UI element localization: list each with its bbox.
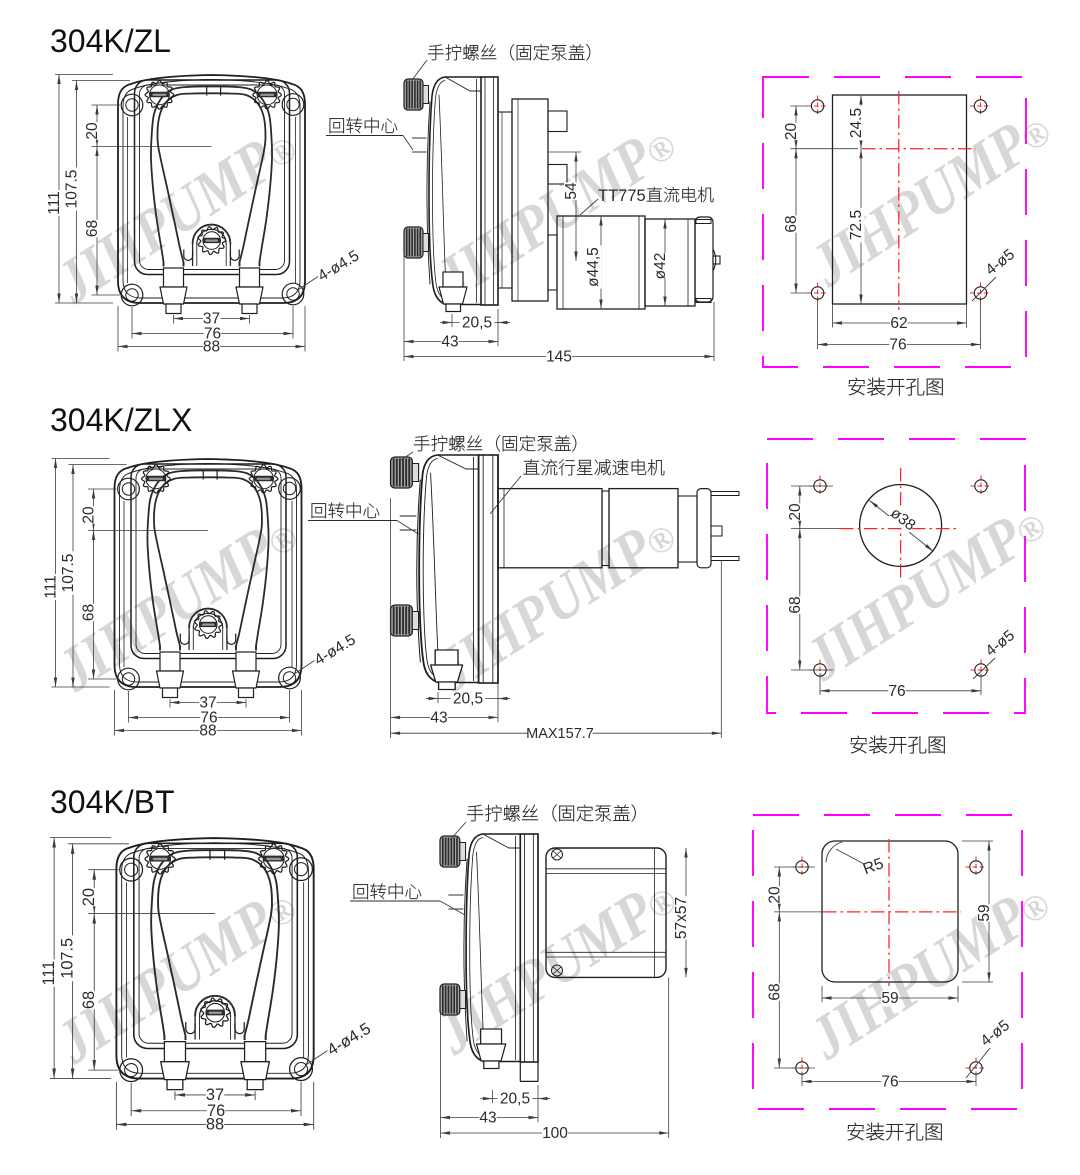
svg-text:20: 20: [783, 123, 800, 141]
svg-text:54: 54: [563, 182, 580, 200]
svg-text:76: 76: [888, 683, 905, 700]
svg-text:145: 145: [546, 349, 572, 366]
svg-text:57x57: 57x57: [673, 897, 690, 939]
svg-text:43: 43: [441, 334, 458, 351]
svg-text:ø44,5: ø44,5: [585, 247, 602, 287]
svg-text:24.5: 24.5: [848, 108, 865, 138]
svg-text:76: 76: [881, 1074, 898, 1091]
svg-text:43: 43: [430, 709, 447, 726]
svg-text:20,5: 20,5: [453, 691, 483, 708]
svg-text:68: 68: [766, 983, 783, 1000]
svg-text:MAX157.7: MAX157.7: [526, 726, 594, 742]
svg-text:20,5: 20,5: [500, 1091, 530, 1108]
svg-text:20,5: 20,5: [462, 315, 492, 332]
svg-text:68: 68: [787, 596, 804, 613]
svg-text:72.5: 72.5: [848, 210, 865, 240]
svg-text:59: 59: [881, 990, 898, 1007]
svg-text:62: 62: [890, 315, 907, 332]
svg-text:304K/BT: 304K/BT: [50, 784, 175, 820]
svg-text:304K/ZL: 304K/ZL: [50, 23, 171, 59]
svg-text:68: 68: [783, 215, 800, 232]
svg-text:304K/ZLX: 304K/ZLX: [50, 402, 192, 438]
svg-text:43: 43: [479, 1110, 496, 1127]
svg-text:TT775: TT775: [598, 187, 646, 205]
svg-text:76: 76: [889, 337, 906, 354]
svg-text:59: 59: [976, 904, 993, 921]
svg-text:20: 20: [787, 503, 804, 521]
svg-text:100: 100: [542, 1125, 568, 1142]
svg-text:R5: R5: [861, 855, 886, 878]
svg-text:20: 20: [766, 886, 783, 904]
svg-text:ø42: ø42: [652, 253, 669, 280]
